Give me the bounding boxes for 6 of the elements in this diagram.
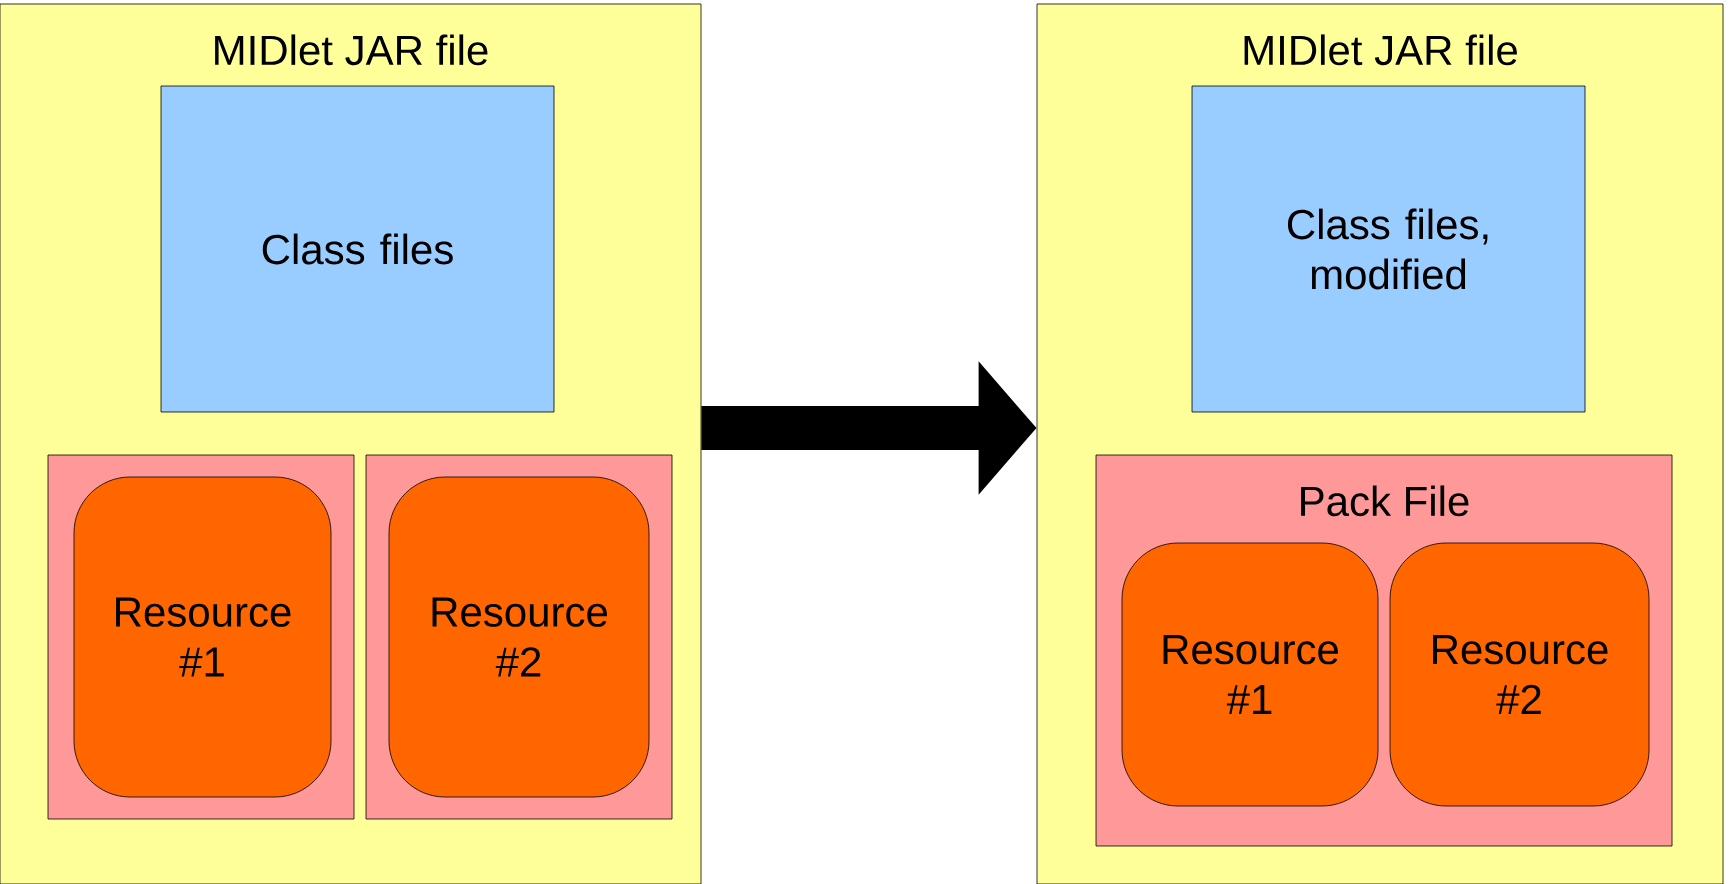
resource-box: Resource #1 [1121, 542, 1379, 807]
resource-box: Resource #2 [1389, 542, 1650, 807]
file-box: Class files, modified [1191, 85, 1586, 413]
file-box: Class files [160, 85, 555, 413]
resource-box: Resource #1 [73, 476, 332, 798]
resource-box: Resource #2 [388, 476, 650, 798]
